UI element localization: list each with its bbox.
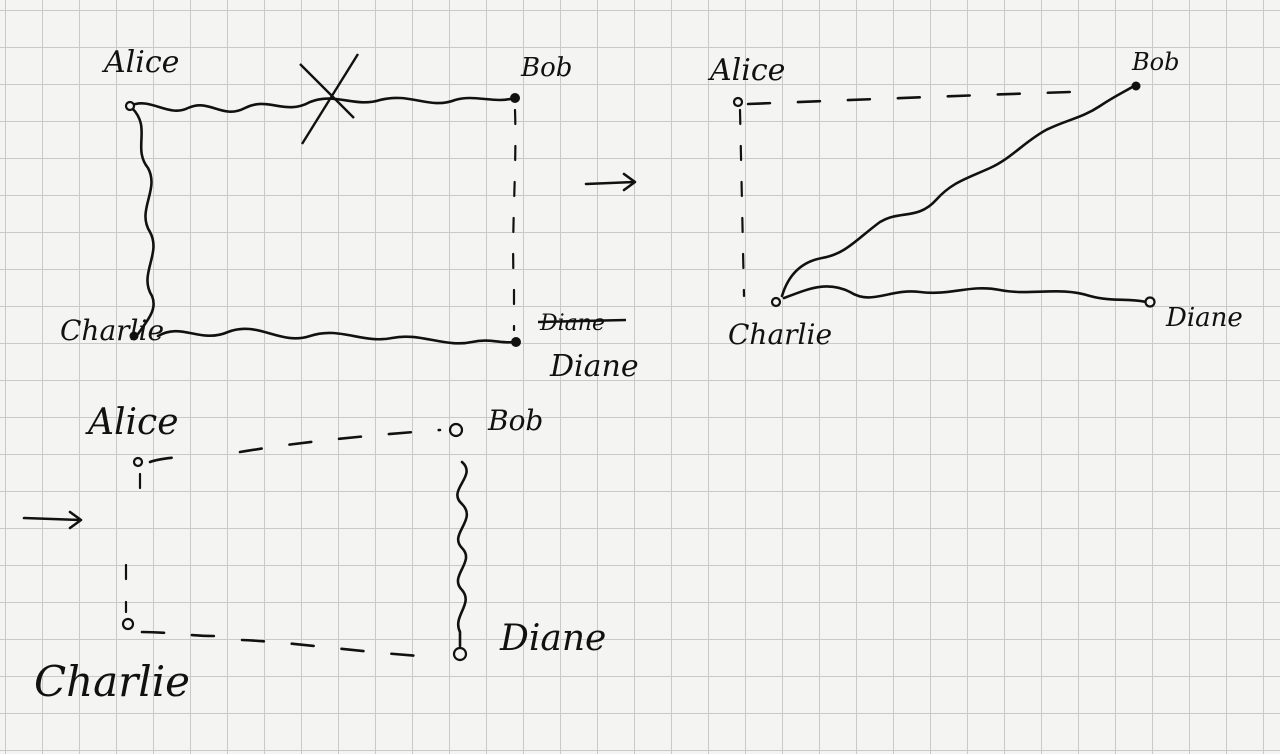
label-bob: Bob (520, 53, 572, 83)
label-charlie: Charlie (728, 318, 832, 351)
node-bob (448, 422, 464, 438)
label-alice: Alice (101, 45, 179, 80)
link-bob-diane-dashed (512, 108, 517, 332)
diagram-step-1: Alice Bob Charlie Diane (707, 48, 1243, 351)
node-alice (732, 96, 744, 108)
node-diane (452, 646, 468, 662)
node-alice (124, 100, 136, 112)
cross-mark-icon (299, 53, 360, 145)
arrow-right-icon (584, 172, 637, 192)
node-charlie (121, 617, 135, 631)
link-charlie-diane-wavy (156, 327, 517, 345)
link-alice-charlie-dashed (124, 472, 142, 614)
link-charlie-bob-wavy (780, 84, 1136, 298)
diagram-step-2: Alice Bob Charlie Diane (34, 402, 606, 706)
label-diane-crossed-out: Diane (539, 311, 605, 336)
label-bob: Bob (487, 404, 543, 437)
node-charlie (129, 331, 139, 341)
link-alice-charlie-wavy (130, 106, 155, 336)
label-charlie: Charlie (34, 657, 190, 706)
node-diane (511, 337, 521, 347)
node-diane (1144, 296, 1156, 308)
link-alice-bob-dashed (148, 428, 442, 464)
link-alice-charlie-dashed (738, 108, 746, 298)
link-charlie-diane-wavy (782, 285, 1148, 304)
link-alice-bob-wavy (128, 96, 516, 113)
diagram-before: Alice Bob Charlie Diane Diane (60, 45, 639, 384)
label-alice: Alice (707, 53, 785, 88)
label-diane: Diane (499, 618, 606, 659)
link-bob-diane-wavy (456, 460, 469, 648)
label-diane: Diane (1165, 303, 1243, 333)
strikethrough-line (537, 318, 627, 324)
label-diane: Diane (549, 349, 639, 384)
node-alice (132, 456, 144, 468)
label-alice: Alice (85, 402, 179, 443)
link-alice-bob-dashed (746, 90, 1072, 106)
node-bob (510, 93, 520, 103)
label-bob: Bob (1131, 48, 1179, 76)
arrow-right-icon (22, 510, 83, 530)
link-charlie-diane-dashed (140, 630, 422, 658)
label-charlie: Charlie (60, 314, 164, 347)
node-bob (1131, 81, 1141, 91)
node-charlie (770, 296, 782, 308)
